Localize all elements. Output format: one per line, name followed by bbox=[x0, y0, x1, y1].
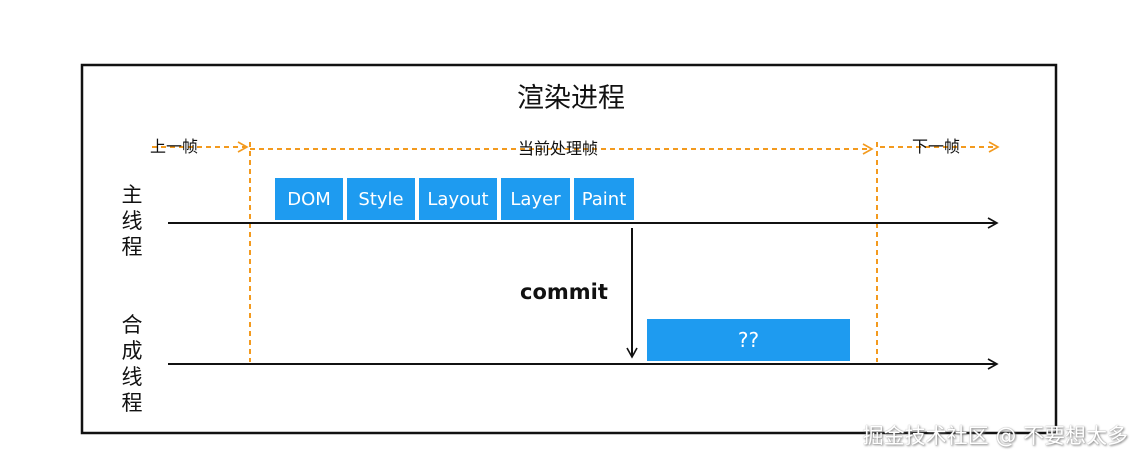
compositor-task-box: ?? bbox=[647, 319, 850, 361]
current-frame-label: 当前处理帧 bbox=[518, 139, 599, 158]
stage-layer: Layer bbox=[501, 178, 570, 220]
previous-frame-label: 上一帧 bbox=[150, 137, 199, 156]
compositor-thread-label: 合成线程 bbox=[121, 313, 143, 415]
outer-border bbox=[80, 63, 1058, 435]
stage-style: Style bbox=[347, 178, 415, 220]
stage-dom: DOM bbox=[275, 178, 343, 220]
next-frame-label: 下一帧 bbox=[912, 137, 961, 156]
stage-paint: Paint bbox=[574, 178, 634, 220]
stage-layout: Layout bbox=[419, 178, 497, 220]
commit-label: commit bbox=[520, 280, 608, 304]
watermark: 掘金技术社区 @ 不要想太多 bbox=[862, 424, 1128, 448]
main-thread-label: 主线程 bbox=[121, 183, 143, 259]
diagram-title: 渲染进程 bbox=[517, 83, 625, 114]
